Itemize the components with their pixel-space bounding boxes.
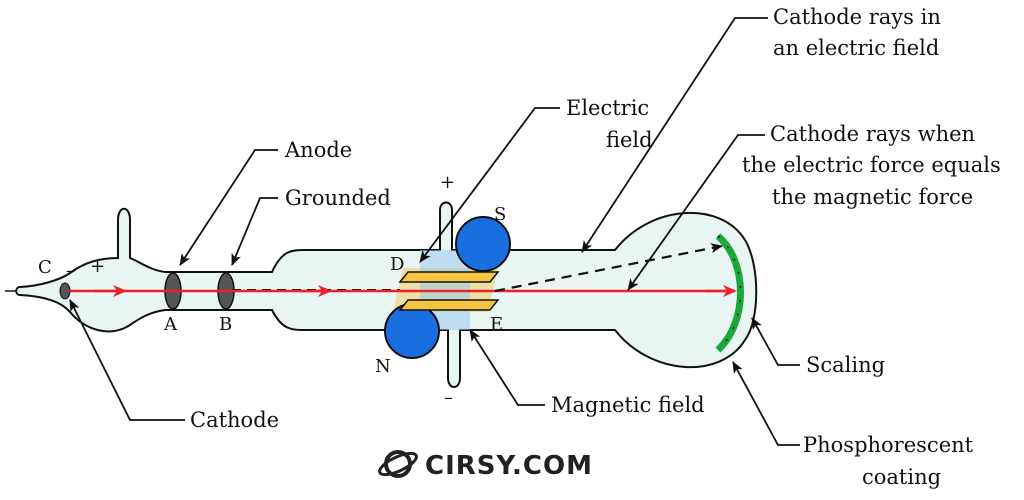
magnet-n [384,303,440,359]
label-magnetic-field: Magnetic field [551,393,705,417]
sign-cathode-minus: – [66,260,75,281]
label-electric-field-1: Electric [566,96,649,120]
letter-e: E [490,314,503,335]
letter-a: A [163,314,178,335]
letter-c: C [38,257,52,278]
letter-d: D [390,254,404,275]
letter-b: B [219,314,232,335]
logo-text: CIRSY.COM [425,451,593,481]
label-phosphorescent-2: coating [862,465,941,489]
sign-anode-plus: + [90,256,105,277]
sign-top-plus: + [440,172,455,193]
label-anode: Anode [284,138,352,162]
cirsy-logo: CIRSY.COM [378,450,593,481]
label-cathode-rays-electric-1: Cathode rays in [773,5,941,29]
leader-magnetic-field [469,329,545,406]
plate-e [398,299,500,311]
screen-ticks [717,235,742,351]
label-cathode: Cathode [190,408,279,432]
leader-cathode [69,299,185,421]
leader-grounded [231,197,278,266]
logo-orbit-icon [378,451,418,477]
letter-s: S [494,204,506,225]
label-scaling: Scaling [806,353,885,377]
leader-electric-field [419,107,560,263]
sign-bottom-minus: – [444,387,453,408]
label-equal-forces-1: Cathode rays when [770,122,975,146]
glass-tube [15,201,758,388]
letter-n: N [375,356,391,377]
label-electric-field-2: field [606,128,653,152]
label-grounded: Grounded [285,186,391,210]
leader-phosphorescent [732,361,800,446]
label-equal-forces-3: the magnetic force [772,185,973,209]
leader-equal-forces [627,134,765,291]
label-cathode-rays-electric-2: an electric field [773,36,939,60]
leader-scaling [751,317,800,366]
leader-cathode-rays-electric [581,17,768,253]
label-phosphorescent-1: Phosphorescent [803,433,974,457]
magnet-s [455,216,511,272]
deflected-beam [494,243,723,293]
label-equal-forces-2: the electric force equals [742,153,1001,177]
leader-anode [179,149,278,266]
plate-d [398,271,500,283]
